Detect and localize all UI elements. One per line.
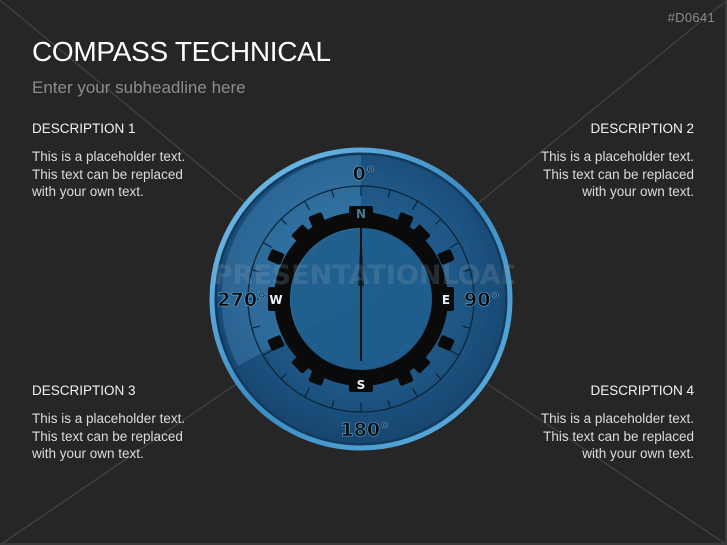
bezel-notches	[267, 206, 455, 392]
degree-180: 180°	[340, 419, 389, 441]
tick-marks	[248, 186, 474, 412]
description-3: DESCRIPTION 3 This is a placeholder text…	[32, 383, 242, 463]
description-3-line-1: This is a placeholder text.	[32, 411, 186, 426]
cardinal-w: W	[269, 293, 282, 307]
watermark: PRESENTATIONLOAD	[213, 260, 514, 291]
degree-90: 90°	[464, 289, 500, 311]
compass-icon: N S W E 0° 90° 180° 270° PRESENTATIONLOA…	[209, 147, 514, 451]
cardinal-e: E	[442, 293, 450, 307]
slide-code: #D0641	[667, 10, 715, 25]
description-2-heading: DESCRIPTION 2	[590, 121, 694, 136]
degree-0: 0°	[353, 163, 376, 185]
description-1: DESCRIPTION 1 This is a placeholder text…	[32, 121, 242, 201]
description-1-line-3: with your own text.	[32, 184, 144, 199]
cardinal-s: S	[357, 378, 366, 392]
description-4: DESCRIPTION 4 This is a placeholder text…	[484, 383, 694, 463]
slide-bottom-border	[0, 543, 727, 545]
description-2-line-2: This text can be replaced	[543, 166, 694, 182]
degree-270: 270°	[217, 289, 266, 311]
slide-right-border	[725, 0, 727, 545]
description-4-line-1: This is a placeholder text.	[540, 411, 694, 426]
description-1-heading: DESCRIPTION 1	[32, 121, 136, 136]
description-3-heading: DESCRIPTION 3	[32, 383, 136, 398]
description-2: DESCRIPTION 2 This is a placeholder text…	[484, 121, 694, 201]
description-3-text: This is a placeholder text. This text ca…	[32, 410, 242, 463]
description-4-heading: DESCRIPTION 4	[590, 383, 694, 398]
description-4-line-3: with your own text.	[582, 446, 694, 461]
description-4-text: This is a placeholder text. This text ca…	[484, 410, 694, 463]
page-title: COMPASS TECHNICAL	[32, 36, 331, 67]
description-2-line-1: This is a placeholder text.	[540, 149, 694, 164]
description-3-line-2: This text can be replaced	[32, 428, 183, 444]
description-1-text: This is a placeholder text. This text ca…	[32, 148, 242, 201]
cardinal-n: N	[356, 207, 366, 221]
description-2-line-3: with your own text.	[582, 184, 694, 199]
description-4-line-2: This text can be replaced	[543, 428, 694, 444]
description-1-line-1: This is a placeholder text.	[32, 149, 186, 164]
description-2-text: This is a placeholder text. This text ca…	[484, 148, 694, 201]
description-3-line-3: with your own text.	[32, 446, 144, 461]
description-1-line-2: This text can be replaced	[32, 166, 183, 182]
page-subtitle: Enter your subheadline here	[32, 78, 246, 97]
